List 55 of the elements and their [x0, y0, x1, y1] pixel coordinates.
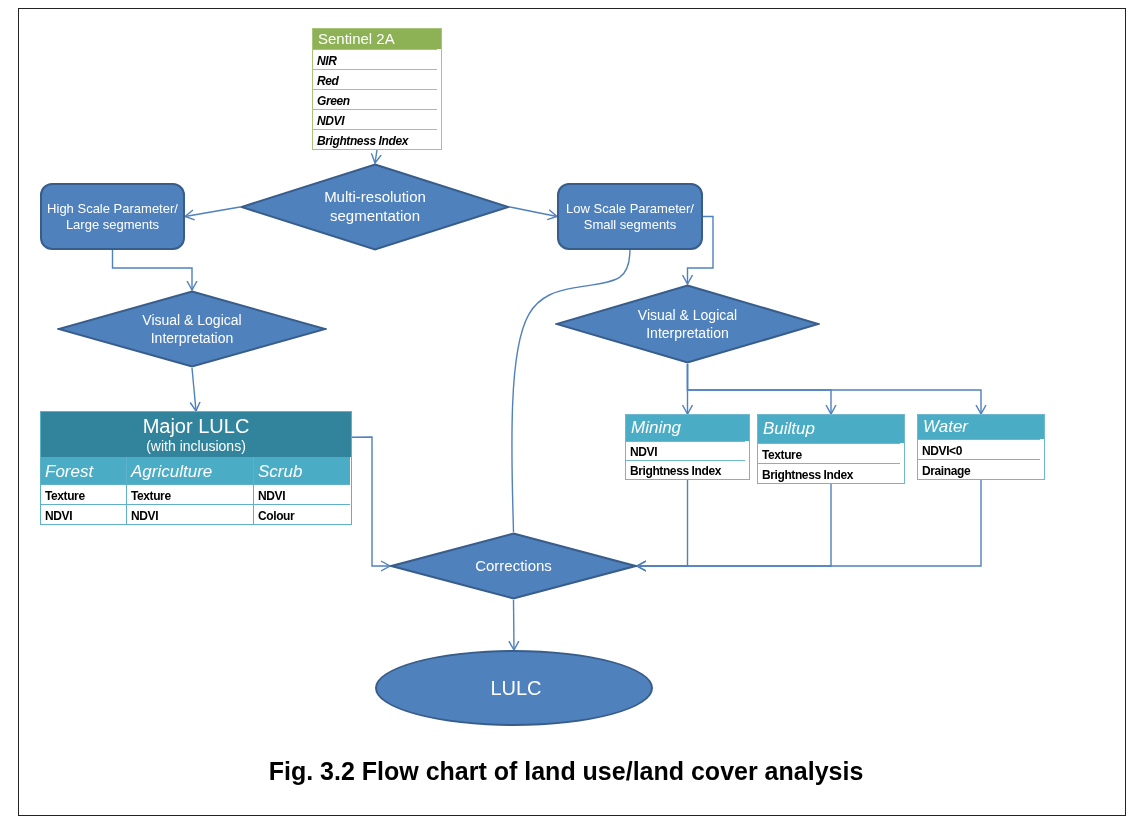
parameter-label: NDVI [253, 484, 350, 504]
parameter-label: NDVI<0 [918, 439, 1040, 459]
parameter-label: NDVI [126, 504, 253, 524]
table-subtitle: (with inclusions) [146, 437, 246, 455]
table-title: Major LULC [142, 414, 250, 438]
parameter-label: Brightness Index [626, 460, 745, 479]
step-label: Multi-resolution segmentation [323, 188, 427, 226]
parameter-label: NDVI [313, 109, 437, 129]
parameter-label: NDVI [41, 504, 126, 524]
step-label: LULC [489, 675, 543, 701]
process-box [40, 183, 185, 250]
class-heading: Forest [41, 457, 126, 484]
process-box [557, 183, 703, 250]
parameter-label: Red [313, 69, 437, 89]
connector-arrow [370, 149, 382, 164]
decision-diamond [57, 290, 327, 368]
parameter-label: Texture [126, 484, 253, 504]
figure-caption: Fig. 3.2 Flow chart of land use/land cover analysis [267, 757, 865, 786]
step-label: Visual & Logical Interpretation [141, 311, 243, 347]
step-label: Corrections [474, 556, 553, 576]
parameter-label: Drainage [918, 459, 1040, 479]
connector-arrow [636, 479, 982, 572]
table-title: Sentinel 2A [318, 30, 395, 48]
connector-arrow [681, 215, 714, 285]
connector-arrow [508, 599, 520, 651]
parameter-label: NIR [313, 49, 437, 69]
attribute-table [312, 28, 442, 150]
attribute-table [625, 414, 750, 480]
parameter-label: Texture [41, 484, 126, 504]
step-label: Visual & Logical Interpretation [636, 306, 739, 342]
parameter-label: Colour [253, 504, 350, 524]
parameter-label: Texture [758, 443, 900, 463]
parameter-label: Brightness Index [758, 463, 900, 483]
parameter-label: Green [313, 89, 437, 109]
connector-arrow [351, 436, 391, 572]
decision-diamond [390, 532, 637, 600]
connector-arrow [686, 363, 987, 415]
connector-arrow [184, 206, 241, 221]
attribute-table [40, 411, 352, 525]
table-title: Mining [631, 418, 682, 438]
attribute-table [917, 414, 1045, 480]
decision-diamond [555, 284, 820, 364]
attribute-table [757, 414, 905, 484]
connector-arrow [509, 206, 558, 221]
class-heading: Scrub [253, 457, 350, 484]
decision-diamond [240, 163, 510, 251]
table-title: Builtup [763, 419, 815, 439]
class-heading: Agriculture [126, 457, 253, 484]
connector-arrow [189, 367, 201, 412]
table-title: Water [923, 417, 969, 437]
parameter-label: Brightness Index [313, 129, 437, 149]
step-label: High Scale Parameter/ Large segments [46, 200, 179, 233]
step-label: Low Scale Parameter/ Small segments [565, 200, 695, 233]
connector-arrow [111, 249, 198, 291]
parameter-label: NDVI [626, 441, 745, 460]
